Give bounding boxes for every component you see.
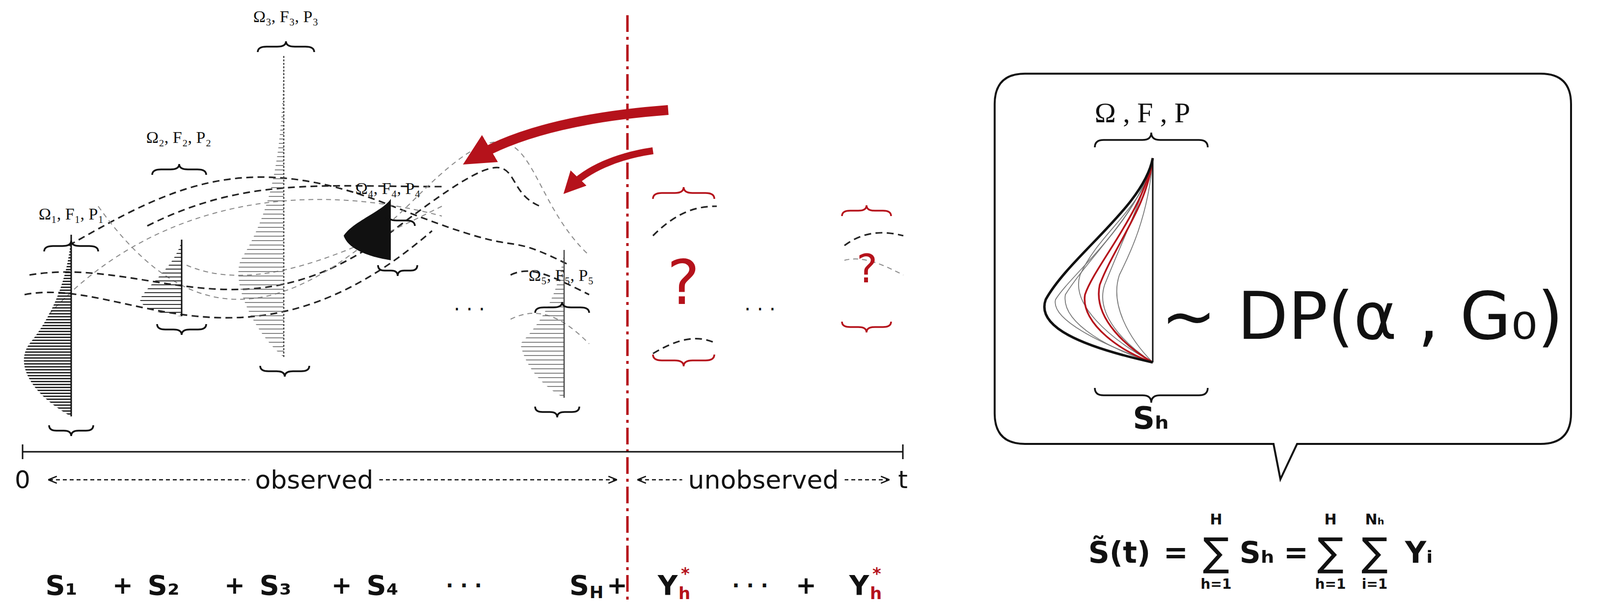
label-text: h bbox=[678, 584, 691, 602]
brace bbox=[378, 265, 418, 276]
brace bbox=[841, 321, 892, 333]
brace bbox=[535, 301, 590, 313]
label-text: ∑ bbox=[1361, 532, 1388, 572]
label-text: + bbox=[112, 572, 134, 598]
label-text: h bbox=[869, 584, 882, 602]
label-text: t bbox=[897, 467, 908, 492]
label-text: S₁ bbox=[45, 571, 78, 599]
label-text: 0 bbox=[14, 467, 31, 492]
label-text: Ω₂, F₂, P₂ bbox=[146, 129, 212, 146]
callout-bubble: Ω , F , P ~ DP(α , G₀) Sₕ bbox=[994, 73, 1572, 444]
brace bbox=[652, 354, 715, 367]
red-arrows bbox=[473, 109, 669, 188]
label-text: i=1 bbox=[1361, 577, 1388, 592]
label-text: Yᵢ bbox=[1405, 537, 1434, 568]
brace bbox=[1094, 132, 1208, 148]
label-text: H bbox=[589, 583, 604, 601]
label-text: Y bbox=[849, 571, 870, 599]
brace bbox=[44, 240, 99, 252]
node-text: ~ DP(α , G₀) bbox=[1161, 283, 1564, 350]
label-text: ∑ bbox=[1202, 532, 1230, 572]
label-text: ? bbox=[856, 249, 878, 289]
divider-line bbox=[626, 15, 629, 602]
label-text: · · · bbox=[732, 575, 768, 596]
label-text: Ω₃, F₃, P₃ bbox=[253, 8, 319, 26]
label-text: Y bbox=[657, 571, 678, 599]
density-shapes bbox=[24, 55, 565, 417]
label-text: H bbox=[1324, 512, 1337, 527]
label-text: H bbox=[1209, 512, 1222, 527]
brace bbox=[652, 187, 715, 199]
brace bbox=[257, 41, 315, 53]
label-text: + bbox=[606, 572, 628, 598]
brace bbox=[49, 425, 94, 436]
label-text: Ω₅, F₅, P₅ bbox=[528, 267, 595, 284]
brace bbox=[535, 406, 580, 418]
trajectory-lines bbox=[24, 167, 904, 354]
brace bbox=[157, 324, 207, 335]
label-text: Nₕ bbox=[1365, 512, 1385, 527]
label-text: S₂ bbox=[147, 571, 180, 599]
brace bbox=[360, 215, 415, 226]
label-text: · · · bbox=[453, 299, 486, 320]
label-text: h=1 bbox=[1315, 577, 1347, 592]
brace bbox=[152, 163, 207, 175]
brace bbox=[841, 205, 892, 217]
trajectory-lines-light bbox=[49, 141, 904, 344]
node-text: Ω , F , P bbox=[1094, 98, 1191, 128]
brace bbox=[260, 365, 310, 377]
label-text: + bbox=[795, 572, 817, 598]
label-text: ∑ bbox=[1317, 532, 1344, 572]
label-text: h=1 bbox=[1200, 577, 1232, 592]
label-text: * bbox=[680, 565, 690, 582]
label-text: = bbox=[1163, 537, 1189, 568]
label-text: * bbox=[872, 565, 882, 582]
callout-outline bbox=[994, 73, 1572, 444]
label-text: + bbox=[331, 572, 353, 598]
label-text: observed bbox=[248, 465, 380, 494]
label-text: Ω₁, F₁, P₁ bbox=[38, 205, 105, 223]
label-text: S̃(t) bbox=[1088, 537, 1151, 568]
label-text: + bbox=[224, 572, 245, 598]
red-braces bbox=[652, 187, 892, 367]
braces bbox=[44, 41, 590, 436]
label-text: · · · bbox=[445, 575, 482, 596]
label-text: Ω₄, F₄, P₄ bbox=[355, 180, 421, 197]
brace bbox=[1094, 387, 1208, 403]
label-text: ? bbox=[667, 251, 700, 314]
label-text: S bbox=[569, 571, 590, 599]
node-text: Sₕ bbox=[1133, 403, 1169, 434]
label-text: S₃ bbox=[259, 571, 292, 599]
label-text: · · · bbox=[744, 299, 776, 320]
label-text: S₄ bbox=[366, 571, 399, 599]
label-text: = bbox=[1283, 537, 1309, 568]
label-text: unobserved bbox=[682, 465, 845, 494]
label-text: Sₕ bbox=[1239, 537, 1275, 568]
